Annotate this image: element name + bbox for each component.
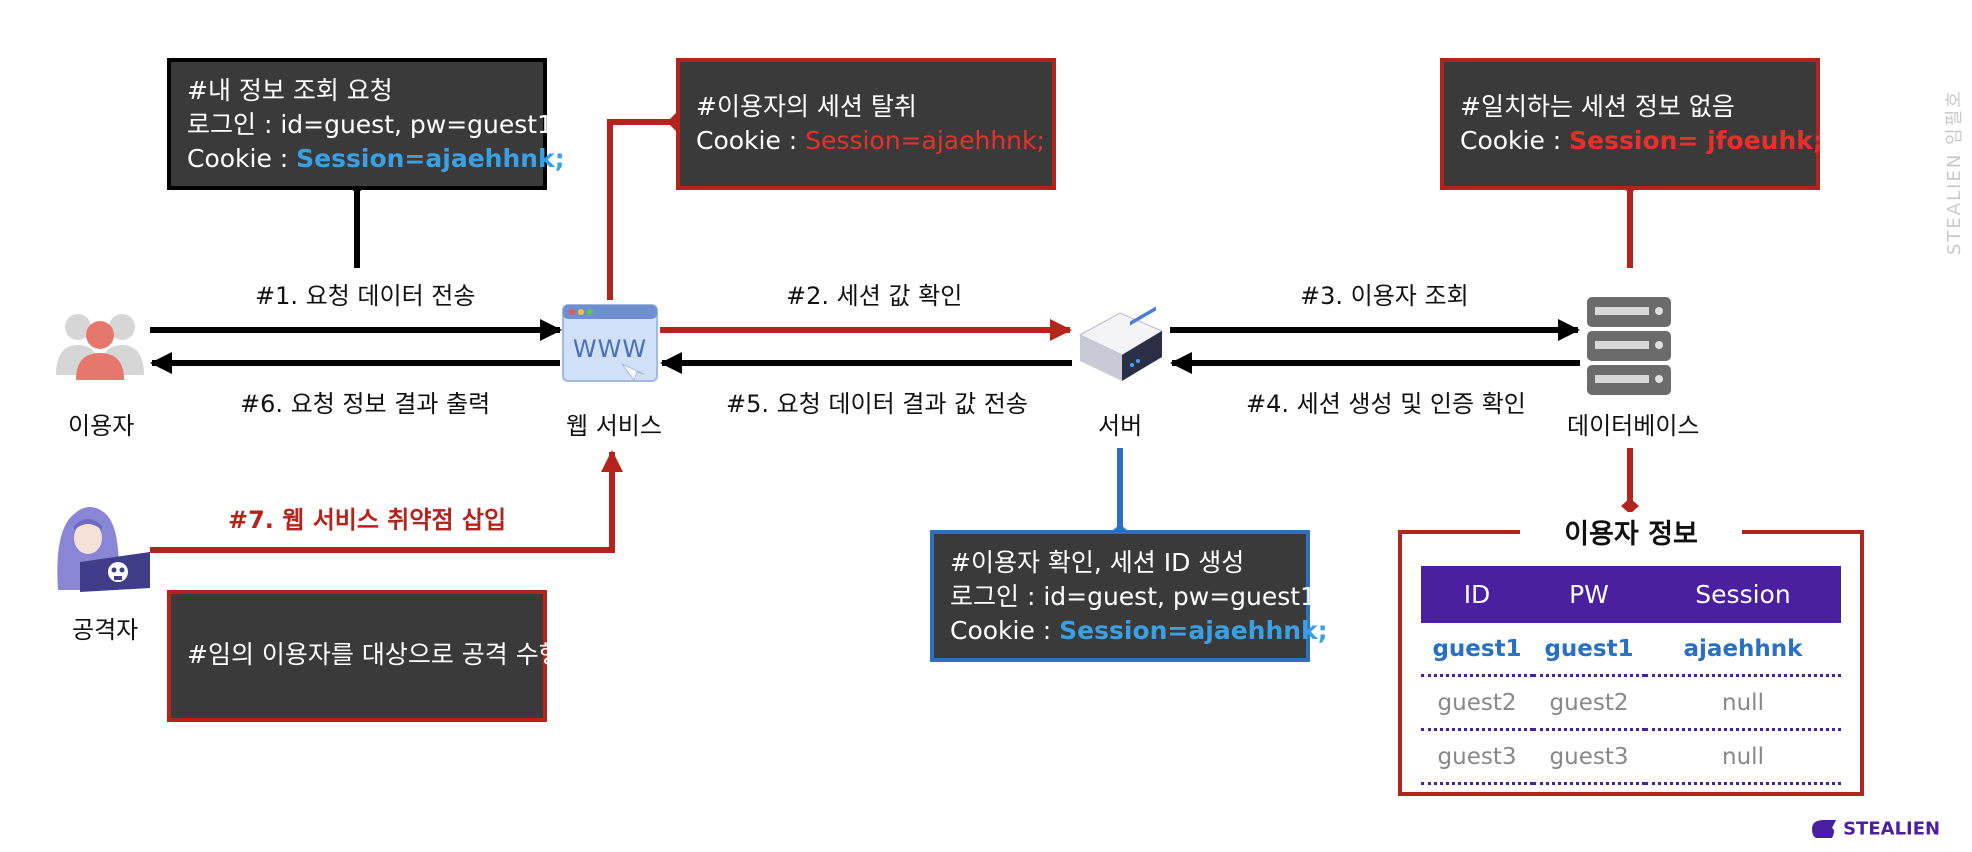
table-cell: null	[1645, 729, 1841, 785]
table-row: guest2 guest2 null	[1421, 675, 1841, 731]
server-check-cookie-label: Cookie :	[950, 616, 1060, 645]
edge-label-2: #2. 세션 값 확인	[786, 282, 963, 310]
table-cell: guest1	[1533, 623, 1645, 677]
table-header: PW	[1533, 566, 1645, 623]
request-info-box: #내 정보 조회 요청 로그인 : id=guest, pw=guest1; C…	[167, 58, 565, 190]
node-label-attacker: 공격자	[72, 616, 139, 644]
table-cell: guest2	[1421, 675, 1533, 731]
attack-info-box: #임의 이용자를 대상으로 공격 수행	[167, 590, 562, 722]
table-cell: guest2	[1533, 675, 1645, 731]
web-icon-text: WWW	[573, 335, 647, 363]
attacker-icon	[50, 500, 152, 596]
server-check-cookie-value: Session=ajaehhnk;	[1059, 616, 1328, 645]
request-cookie-value: Session=ajaehhnk;	[296, 144, 565, 173]
logo-text: STEALIEN	[1843, 818, 1941, 840]
table-cell: ajaehhnk	[1645, 623, 1841, 677]
web-service-icon: WWW	[560, 302, 660, 384]
attack-title: #임의 이용자를 대상으로 공격 수행	[187, 640, 562, 669]
hijack-info-box: #이용자의 세션 탈취 Cookie : Session=ajaehhnk;	[676, 58, 1056, 190]
edge-label-5: #5. 요청 데이터 결과 값 전송	[726, 390, 1028, 418]
nomatch-cookie-value: Session= jfoeuhk;	[1569, 126, 1823, 155]
user-icon	[50, 305, 150, 380]
table-header: Session	[1645, 566, 1841, 623]
logo-mark-icon	[1812, 820, 1836, 838]
table-cell: guest3	[1533, 729, 1645, 785]
nomatch-title: #일치하는 세션 정보 없음	[1460, 92, 1735, 121]
table-cell: guest3	[1421, 729, 1533, 785]
server-check-login: 로그인 : id=guest, pw=guest1;	[950, 582, 1325, 611]
watermark-text: STEALIEN 임필호	[1944, 89, 1965, 255]
node-label-user: 이용자	[68, 412, 135, 440]
table-header: ID	[1421, 566, 1533, 623]
hijack-cookie-value: Session=ajaehhnk;	[805, 126, 1045, 155]
hijack-title: #이용자의 세션 탈취	[696, 92, 917, 121]
server-icon	[1072, 305, 1168, 385]
nomatch-info-box: #일치하는 세션 정보 없음 Cookie : Session= jfoeuhk…	[1440, 58, 1823, 190]
database-icon	[1583, 295, 1675, 397]
node-label-server: 서버	[1098, 412, 1143, 440]
request-title: #내 정보 조회 요청	[187, 76, 393, 105]
user-table-title: 이용자 정보	[1520, 512, 1742, 551]
nomatch-cookie-label: Cookie :	[1460, 126, 1570, 155]
edge-label-6: #6. 요청 정보 결과 출력	[240, 390, 491, 418]
node-label-database: 데이터베이스	[1567, 412, 1700, 440]
table-row: guest3 guest3 null	[1421, 729, 1841, 785]
edge-label-1: #1. 요청 데이터 전송	[255, 282, 476, 310]
table-row: guest1 guest1 ajaehhnk	[1421, 623, 1841, 677]
request-login: 로그인 : id=guest, pw=guest1;	[187, 110, 562, 139]
edge-label-3: #3. 이용자 조회	[1300, 282, 1469, 310]
table-cell: null	[1645, 675, 1841, 731]
edge-label-4: #4. 세션 생성 및 인증 확인	[1246, 390, 1526, 418]
server-check-title: #이용자 확인, 세션 ID 생성	[950, 548, 1245, 577]
table-cell: guest1	[1421, 623, 1533, 677]
user-info-table: ID PW Session guest1 guest1 ajaehhnk gue…	[1421, 566, 1841, 785]
request-cookie-label: Cookie :	[187, 144, 297, 173]
hijack-cookie-label: Cookie :	[696, 126, 806, 155]
stealien-logo: STEALIEN	[1810, 818, 1940, 840]
arrow-7	[150, 450, 623, 553]
node-label-web: 웹 서비스	[566, 412, 662, 440]
edge-label-7: #7. 웹 서비스 취약점 삽입	[228, 506, 507, 534]
server-check-box: #이용자 확인, 세션 ID 생성 로그인 : id=guest, pw=gue…	[930, 530, 1328, 662]
connector-hijack	[607, 119, 676, 300]
